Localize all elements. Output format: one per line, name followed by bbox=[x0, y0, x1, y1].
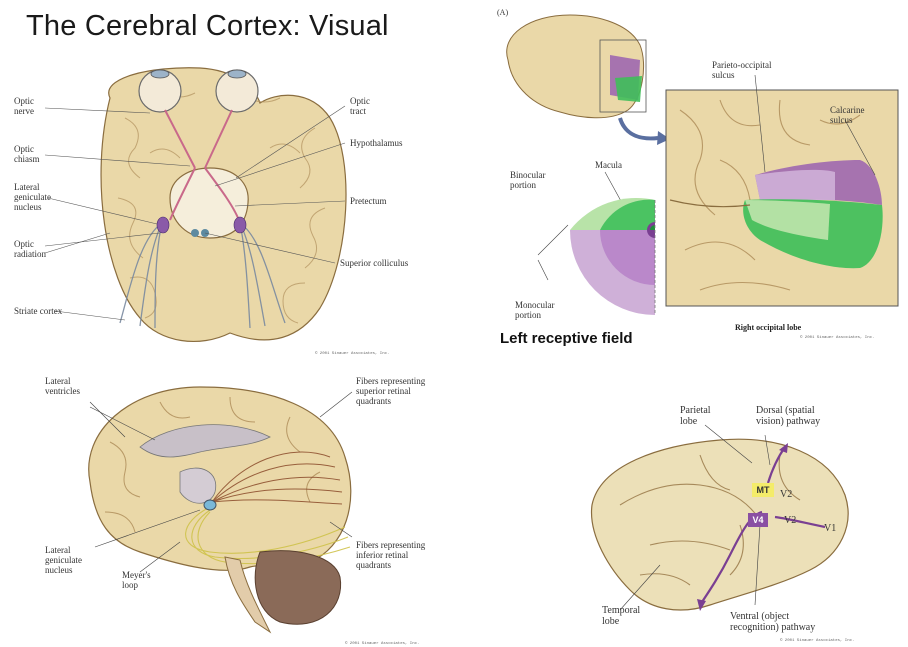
label-fibers-superior: Fibers representing superior retinal qua… bbox=[356, 376, 425, 406]
label-v1: V1 bbox=[824, 523, 836, 534]
label-striate-cortex: Striate cortex bbox=[14, 306, 62, 316]
copyright-panel-c: © 2001 Sinauer Associates, Inc. bbox=[345, 642, 419, 646]
copyright-panel-b: © 2001 Sinauer Associates, Inc. bbox=[800, 336, 874, 340]
occipital-illustration bbox=[490, 0, 908, 345]
area-v4-box: V4 bbox=[748, 513, 768, 527]
label-v2-lower: V2 bbox=[784, 515, 796, 526]
label-hypothalamus: Hypothalamus bbox=[350, 138, 403, 148]
label-v2-upper: V2 bbox=[780, 489, 792, 500]
area-mt-box: MT bbox=[752, 483, 774, 497]
slide-title: The Cerebral Cortex: Visual bbox=[26, 10, 389, 43]
label-pretectum: Pretectum bbox=[350, 196, 387, 206]
label-calcarine-sulcus: Calcarine sulcus bbox=[830, 105, 864, 125]
monkey-brain-illustration bbox=[580, 395, 900, 635]
label-optic-tract: Optic tract bbox=[350, 96, 370, 116]
label-optic-chiasm: Optic chiasm bbox=[14, 144, 40, 164]
label-dorsal-pathway: Dorsal (spatial vision) pathway bbox=[756, 405, 820, 427]
copyright-panel-d: © 2001 Sinauer Associates, Inc. bbox=[780, 639, 854, 643]
panel-visual-pathway-ventral: Optic nerve Optic chiasm Lateral genicul… bbox=[0, 58, 460, 358]
label-lateral-geniculate-nucleus: Lateral geniculate nucleus bbox=[14, 182, 51, 212]
label-temporal-lobe: Temporal lobe bbox=[602, 605, 640, 627]
label-parietal-lobe: Parietal lobe bbox=[680, 405, 711, 427]
label-fibers-inferior: Fibers representing inferior retinal qua… bbox=[356, 540, 425, 570]
panel-occipital-receptive-field: (A) Parieto-occipital sulcus Calcarine s… bbox=[490, 0, 908, 360]
label-binocular-portion: Binocular portion bbox=[510, 170, 546, 190]
copyright-panel-a: © 2001 Sinauer Associates, Inc. bbox=[315, 352, 389, 356]
label-optic-nerve: Optic nerve bbox=[14, 96, 34, 116]
label-superior-colliculus: Superior colliculus bbox=[340, 258, 408, 268]
caption-left-receptive-field: Left receptive field bbox=[500, 330, 633, 347]
panel-b-tag: (A) bbox=[497, 8, 508, 18]
panel-visual-streams: MT V4 V2 V2 V1 Parietal lobe Dorsal (spa… bbox=[580, 395, 908, 647]
label-parieto-occipital-sulcus: Parieto-occipital sulcus bbox=[712, 60, 771, 80]
panel-optic-radiations-lateral: Lateral ventricles Fibers representing s… bbox=[0, 362, 470, 647]
label-optic-radiation: Optic radiation bbox=[14, 239, 46, 259]
ventral-brain-illustration bbox=[0, 58, 460, 358]
caption-right-occipital-lobe: Right occipital lobe bbox=[735, 323, 801, 332]
label-macula: Macula bbox=[595, 160, 622, 170]
label-meyers-loop: Meyer's loop bbox=[122, 570, 151, 590]
label-lgn-lateral: Lateral geniculate nucleus bbox=[45, 545, 82, 575]
label-ventral-pathway: Ventral (object recognition) pathway bbox=[730, 611, 815, 633]
label-lateral-ventricles: Lateral ventricles bbox=[45, 376, 80, 396]
label-monocular-portion: Monocular portion bbox=[515, 300, 555, 320]
